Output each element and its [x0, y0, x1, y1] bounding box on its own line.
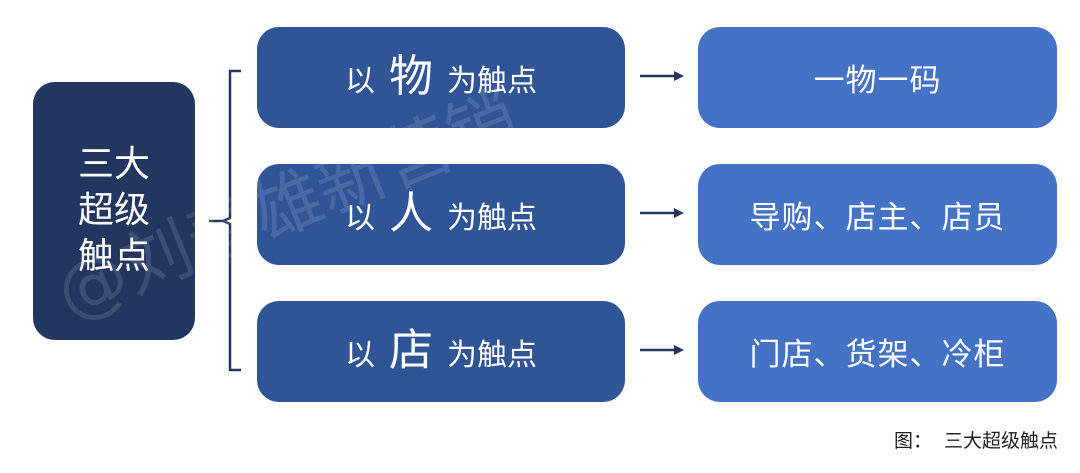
suffix: 为触点: [447, 337, 537, 373]
result-store: 门店、货架、冷柜: [698, 301, 1057, 402]
suffix: 为触点: [447, 200, 537, 236]
suffix: 为触点: [447, 63, 537, 99]
key-word: 店: [389, 324, 433, 376]
key-word: 人: [389, 187, 433, 239]
prefix: 以: [345, 63, 375, 99]
prefix: 以: [345, 337, 375, 373]
key-word: 物: [389, 50, 433, 102]
result-object: 一物一码: [698, 27, 1057, 128]
root-line-2: 超级: [77, 190, 150, 231]
arrow-icon: [640, 345, 684, 355]
caption-text: 三大超级触点: [943, 430, 1058, 452]
touchpoint-object: 以物为触点: [257, 27, 625, 128]
touchpoint-person: 以人为触点: [257, 164, 625, 265]
result-person: 导购、店主、店员: [698, 164, 1057, 265]
figure-caption: 图： 三大超级触点: [894, 426, 1058, 453]
prefix: 以: [345, 200, 375, 236]
root-line-3: 触点: [77, 236, 150, 277]
root-line-1: 三大: [77, 144, 150, 185]
touchpoint-store: 以店为触点: [257, 301, 625, 402]
arrow-icon: [640, 208, 684, 218]
caption-label: 图：: [893, 430, 932, 452]
arrow-icon: [640, 71, 684, 81]
root-node: 三大 超级 触点: [33, 82, 195, 340]
brace-connector: [209, 69, 241, 372]
